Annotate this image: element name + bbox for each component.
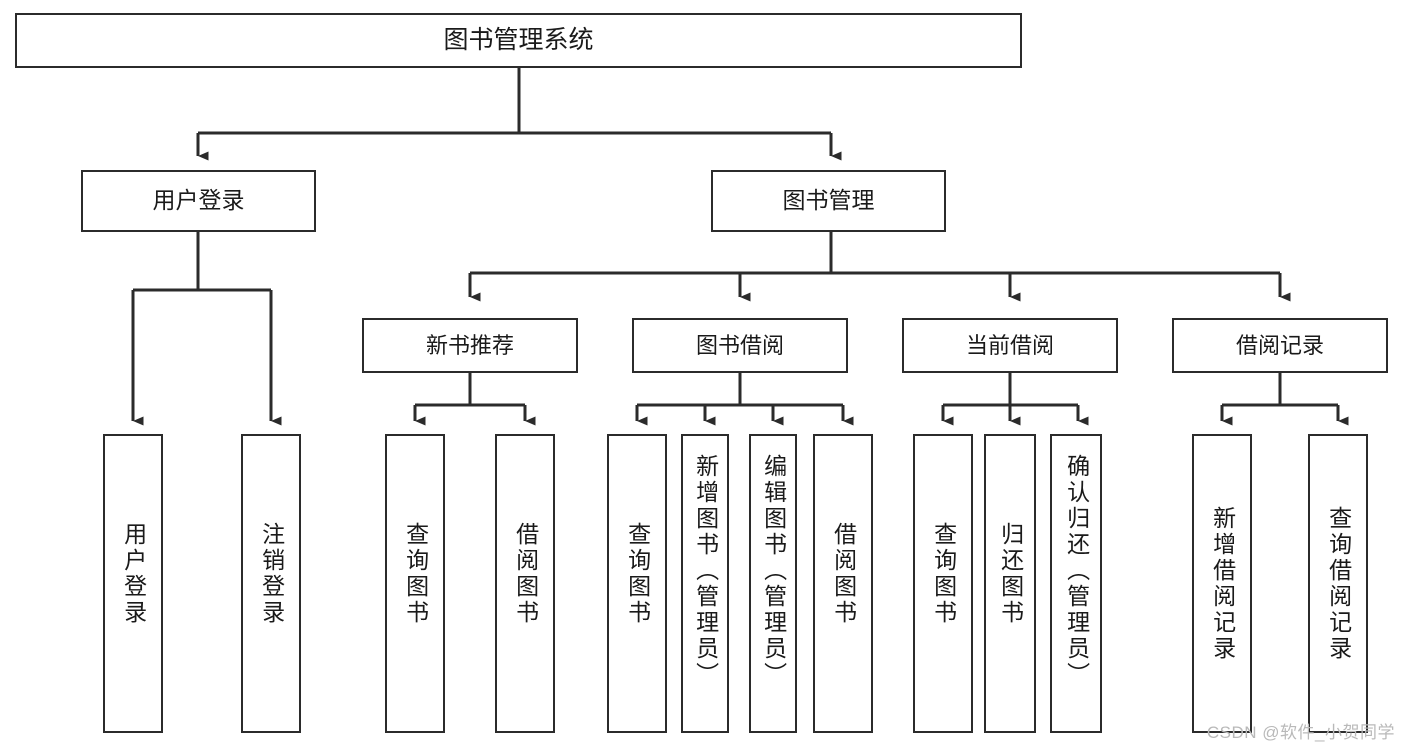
- node-leaf-edit-book[interactable]: 编辑图书（管理员）: [749, 434, 797, 733]
- node-root-book-management-system[interactable]: 图书管理系统: [15, 13, 1022, 68]
- node-new-book-recommend[interactable]: 新书推荐: [362, 318, 578, 373]
- node-leaf-user-login[interactable]: 用户登录: [103, 434, 163, 733]
- node-label: 查询图书: [930, 522, 957, 626]
- node-label: 借阅记录: [1235, 332, 1324, 358]
- node-label: 查询图书: [402, 522, 429, 626]
- node-book-borrow[interactable]: 图书借阅: [632, 318, 848, 373]
- node-leaf-confirm-return[interactable]: 确认归还（管理员）: [1050, 434, 1102, 733]
- node-label: 新书推荐: [425, 332, 514, 358]
- node-label: 新增借阅记录: [1209, 506, 1236, 662]
- node-leaf-borrow-book-2[interactable]: 借阅图书: [813, 434, 873, 733]
- node-label: 图书管理: [782, 187, 875, 214]
- node-label: 图书管理系统: [443, 25, 594, 54]
- node-label: 借阅图书: [830, 522, 857, 626]
- node-leaf-query-record[interactable]: 查询借阅记录: [1308, 434, 1368, 733]
- node-book-management[interactable]: 图书管理: [711, 170, 946, 232]
- node-label: 借阅图书: [512, 522, 539, 626]
- node-label: 编辑图书（管理员）: [760, 454, 787, 688]
- node-label: 查询图书: [624, 522, 651, 626]
- node-label: 当前借阅: [965, 332, 1054, 358]
- node-leaf-query-book-2[interactable]: 查询图书: [607, 434, 667, 733]
- node-leaf-logout[interactable]: 注销登录: [241, 434, 301, 733]
- csdn-watermark: CSDN @软件_小贺同学: [1206, 723, 1395, 742]
- node-current-borrow[interactable]: 当前借阅: [902, 318, 1118, 373]
- node-label: 用户登录: [152, 187, 245, 214]
- node-leaf-return-book[interactable]: 归还图书: [984, 434, 1036, 733]
- node-label: 确认归还（管理员）: [1063, 454, 1090, 688]
- node-user-login[interactable]: 用户登录: [81, 170, 316, 232]
- node-label: 新增图书（管理员）: [692, 454, 719, 688]
- node-leaf-borrow-book-1[interactable]: 借阅图书: [495, 434, 555, 733]
- node-label: 归还图书: [997, 522, 1024, 626]
- node-label: 图书借阅: [695, 332, 784, 358]
- node-leaf-query-book-3[interactable]: 查询图书: [913, 434, 973, 733]
- node-label: 用户登录: [120, 522, 147, 626]
- node-leaf-add-record[interactable]: 新增借阅记录: [1192, 434, 1252, 733]
- node-leaf-query-book-1[interactable]: 查询图书: [385, 434, 445, 733]
- node-borrow-record[interactable]: 借阅记录: [1172, 318, 1388, 373]
- node-label: 注销登录: [258, 522, 285, 626]
- node-label: 查询借阅记录: [1325, 506, 1352, 662]
- node-leaf-add-book[interactable]: 新增图书（管理员）: [681, 434, 729, 733]
